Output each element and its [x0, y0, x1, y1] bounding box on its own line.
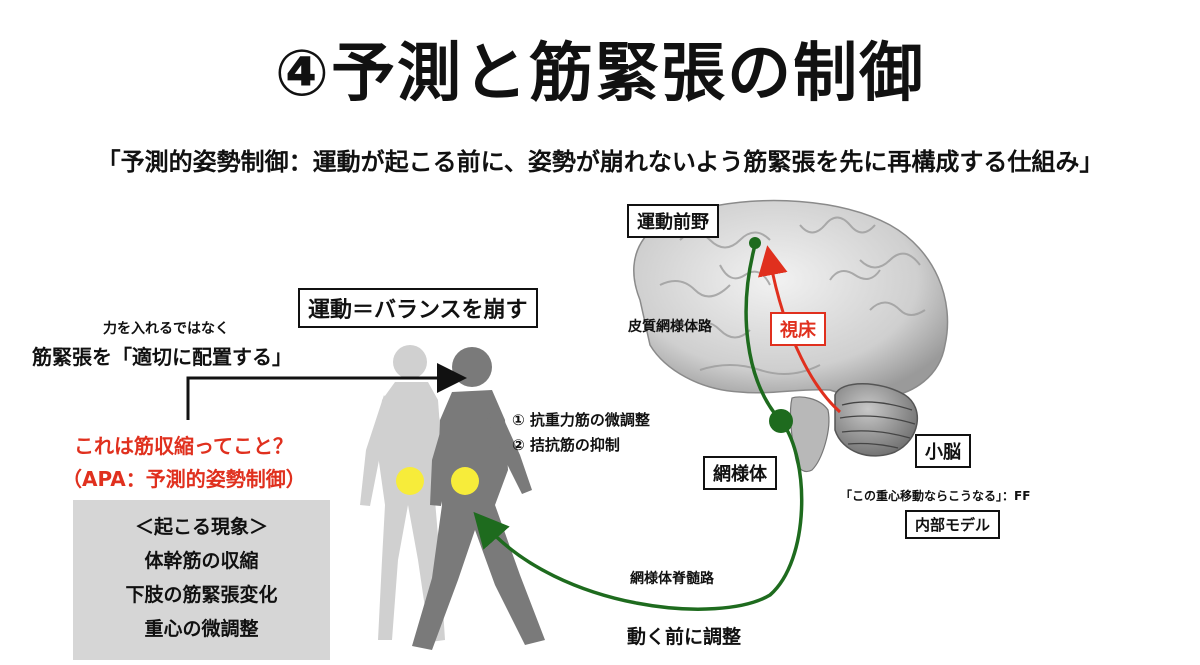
label-apa: （APA：予測的姿勢制御） — [62, 467, 306, 491]
reticular-node — [769, 409, 793, 433]
label-internal-model: 内部モデル — [905, 510, 1001, 539]
brain-illustration — [633, 199, 949, 473]
label-thalamus: 視床 — [770, 312, 826, 346]
label-anti-gravity: ① 抗重力筋の微調整 — [512, 411, 650, 429]
label-pre-motor: 運動前野 — [627, 204, 719, 238]
page-title: ④予測と筋緊張の制御 — [274, 37, 926, 111]
pre-motor-node — [749, 237, 761, 249]
phenomena-item: 重心の微調整 — [144, 618, 259, 640]
label-chikara: 力を入れるではなく — [103, 321, 229, 337]
label-question: これは筋収縮ってこと？ — [74, 434, 293, 458]
thalamus-arrow — [758, 245, 841, 414]
label-reticular: 網様体 — [703, 456, 777, 490]
label-ff-note: 「この重心移動ならこうなる」：FF — [840, 489, 1031, 503]
black-arrow — [186, 363, 467, 420]
cortico-reticular-tract — [744, 244, 782, 422]
label-antagonist: ② 拮抗筋の抑制 — [512, 436, 620, 454]
page-subtitle: 「予測的姿勢制御：運動が起こる前に、姿勢が崩れないよう筋緊張を先に再構成する仕組… — [96, 148, 1104, 176]
phenomena-box: ＜起こる現象＞ 体幹筋の収縮 下肢の筋緊張変化 重心の微調整 — [73, 500, 330, 660]
phenomena-heading: ＜起こる現象＞ — [134, 516, 268, 538]
hip-dot-left — [396, 467, 424, 495]
label-undo-balance: 運動＝バランスを崩す — [298, 288, 538, 328]
label-cortico-reticular: 皮質網様体路 — [628, 319, 712, 335]
hip-dot-right — [451, 467, 479, 495]
phenomena-item: 下肢の筋緊張変化 — [125, 584, 278, 606]
reticulospinal-tract — [473, 420, 804, 611]
phenomena-item: 体幹筋の収縮 — [144, 550, 259, 572]
label-kinkincho: 筋緊張を「適切に配置する」 — [32, 345, 292, 369]
label-reticulospinal: 網様体脊髄路 — [630, 571, 714, 587]
label-cerebellum: 小脳 — [915, 434, 971, 468]
label-adjust-before: 動く前に調整 — [627, 626, 742, 648]
